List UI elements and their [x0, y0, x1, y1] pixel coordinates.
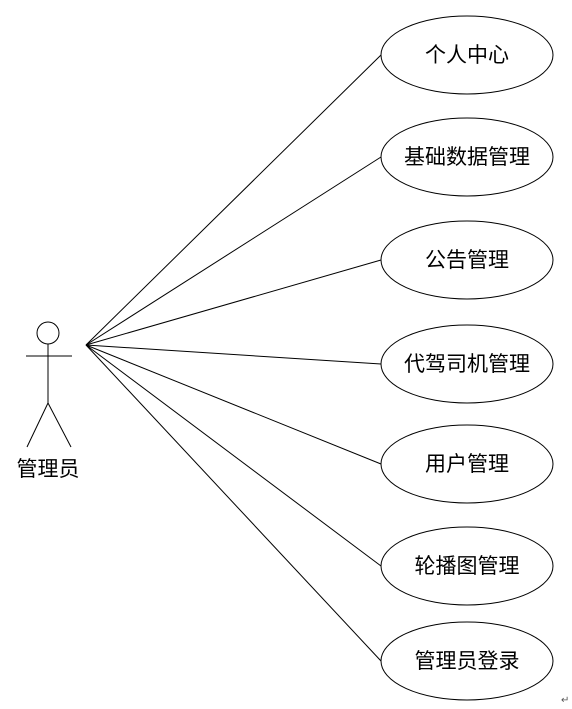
use-case-carousel: 轮播图管理	[380, 526, 554, 606]
use-case-user: 用户管理	[380, 424, 554, 504]
use-case-label: 基础数据管理	[404, 145, 530, 169]
association-line-driver	[85, 344, 382, 365]
associations	[85, 54, 382, 662]
use-case-ellipse	[380, 117, 554, 197]
association-line-announcement	[85, 259, 382, 346]
actor-left-leg	[26, 402, 49, 448]
use-case-label: 用户管理	[425, 452, 509, 476]
actor-admin: 管理员	[17, 321, 80, 481]
use-case-personal-center: 个人中心	[380, 15, 554, 95]
association-line-basic-data	[85, 156, 382, 346]
use-case-driver: 代驾司机管理	[380, 324, 554, 404]
use-case-label: 公告管理	[425, 248, 509, 272]
use-case-admin-login: 管理员登录	[380, 621, 554, 701]
use-case-label: 管理员登录	[415, 649, 520, 673]
use-case-label: 个人中心	[425, 43, 509, 67]
use-case-label: 轮播图管理	[415, 554, 520, 578]
actor-right-leg	[47, 402, 72, 448]
actor-label: 管理员	[17, 457, 80, 481]
actor-head	[36, 321, 60, 345]
association-line-carousel	[85, 344, 382, 567]
use-case-ellipse	[380, 220, 554, 300]
association-line-user	[85, 344, 382, 465]
use-case-ellipse	[380, 621, 554, 701]
use-case-ellipse	[380, 526, 554, 606]
use-case-ellipse	[380, 324, 554, 404]
use-case-label: 代驾司机管理	[404, 352, 530, 376]
use-case-announcement: 公告管理	[380, 220, 554, 300]
paragraph-mark: ↵	[561, 695, 569, 706]
association-line-admin-login	[85, 344, 382, 662]
use-case-ellipse	[380, 424, 554, 504]
association-line-personal-center	[85, 54, 382, 346]
use-case-ellipse	[380, 15, 554, 95]
use-case-basic-data: 基础数据管理	[380, 117, 554, 197]
